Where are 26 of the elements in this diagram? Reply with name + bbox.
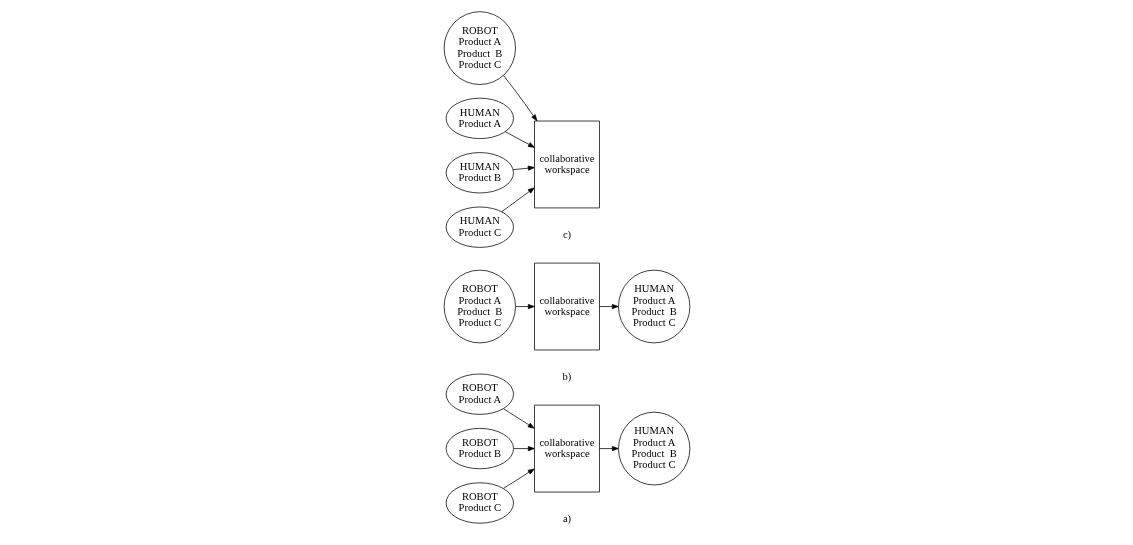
arrow — [598, 446, 619, 452]
arrow — [598, 304, 619, 310]
arrow — [512, 165, 535, 171]
node-box: collaborative workspace — [533, 262, 600, 351]
node-box: collaborative workspace — [533, 404, 600, 493]
arrow — [502, 468, 535, 489]
arrow — [504, 131, 535, 148]
arrow — [502, 408, 535, 429]
node-circle: ROBOT Product A Product B Product C — [443, 11, 516, 85]
node-ellipse: ROBOT Product A — [445, 373, 514, 415]
node-ellipse: HUMAN Product C — [445, 206, 514, 248]
node-ellipse: ROBOT Product B — [445, 428, 514, 470]
node-circle: HUMAN Product A Product B Product C — [617, 269, 690, 344]
node-ellipse: HUMAN Product A — [445, 97, 514, 139]
label: c) — [562, 229, 571, 241]
label: b) — [562, 371, 571, 383]
node-ellipse: HUMAN Product B — [445, 152, 514, 194]
arrow — [514, 304, 535, 310]
node-circle: HUMAN Product A Product B Product C — [617, 411, 690, 486]
arrow — [512, 446, 535, 452]
arrow — [500, 187, 535, 213]
node-circle: ROBOT Product A Product B Product C — [443, 269, 516, 344]
label: a) — [562, 513, 571, 525]
arrow — [502, 75, 537, 122]
node-box: collaborative workspace — [533, 120, 600, 209]
node-ellipse: ROBOT Product C — [445, 482, 514, 524]
